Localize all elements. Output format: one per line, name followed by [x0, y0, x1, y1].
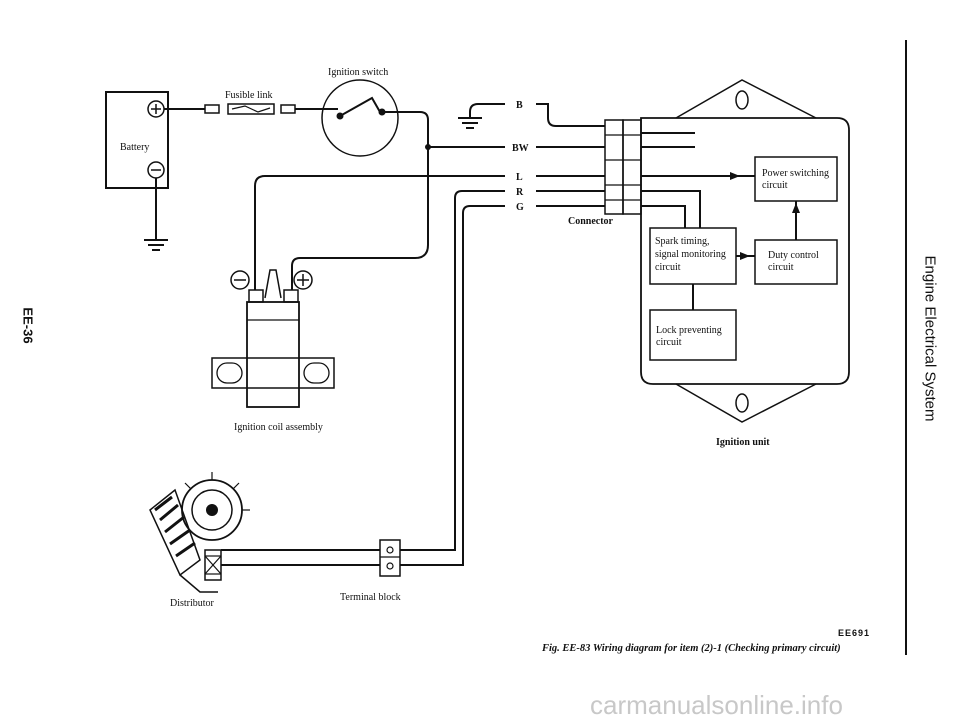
svg-text:circuit: circuit — [762, 180, 788, 191]
wire-code-bw: BW — [512, 143, 529, 154]
svg-text:circuit: circuit — [655, 262, 681, 273]
watermark: carmanualsonline.info — [590, 690, 843, 720]
distributor-label: Distributor — [170, 598, 215, 609]
terminal-block-label: Terminal block — [340, 592, 401, 603]
figure-code: EE691 — [838, 628, 871, 638]
battery-ground-icon — [144, 178, 168, 251]
lock-preventing-block: Lock preventing circuit — [649, 309, 737, 361]
spark-timing-block: Spark timing, signal monitoring circuit — [649, 227, 737, 285]
ignition-unit — [640, 79, 850, 423]
figure-caption: Fig. EE-83 Wiring diagram for item (2)-1… — [542, 643, 841, 654]
section-title: Engine Electrical System — [921, 255, 939, 422]
power-switching-block: Power switching circuit — [754, 156, 838, 202]
connector — [604, 119, 642, 215]
svg-text:Spark timing,: Spark timing, — [655, 236, 709, 247]
battery-label: Battery — [120, 142, 149, 153]
wire-code-g: G — [516, 202, 524, 213]
svg-text:Power switching: Power switching — [762, 168, 829, 179]
ignition-coil — [211, 269, 335, 408]
fusible-link-label: Fusible link — [225, 90, 273, 101]
svg-text:Lock preventing: Lock preventing — [656, 325, 722, 336]
connector-label: Connector — [568, 216, 614, 227]
distributor — [149, 472, 250, 593]
svg-text:signal monitoring: signal monitoring — [655, 249, 726, 260]
coil-negative-terminal — [230, 270, 250, 290]
battery: Battery — [105, 91, 169, 189]
coil-positive-terminal — [293, 270, 313, 290]
duty-control-block: Duty control circuit — [754, 239, 838, 285]
terminal-block — [379, 539, 401, 577]
margin-rule — [905, 40, 907, 655]
ignition-unit-label: Ignition unit — [716, 437, 770, 448]
wire-code-r: R — [516, 187, 524, 198]
ignition-switch — [321, 79, 399, 157]
ground-icon — [458, 103, 505, 129]
ignition-switch-label: Ignition switch — [328, 67, 388, 78]
page-number: EE-36 — [20, 307, 36, 344]
svg-text:Duty control: Duty control — [768, 250, 819, 261]
wire-code-b: B — [516, 100, 523, 111]
ignition-coil-label: Ignition coil assembly — [234, 422, 323, 433]
svg-text:circuit: circuit — [768, 262, 794, 273]
svg-text:circuit: circuit — [656, 337, 682, 348]
fusible-link — [204, 103, 296, 115]
wire-code-l: L — [516, 172, 523, 183]
